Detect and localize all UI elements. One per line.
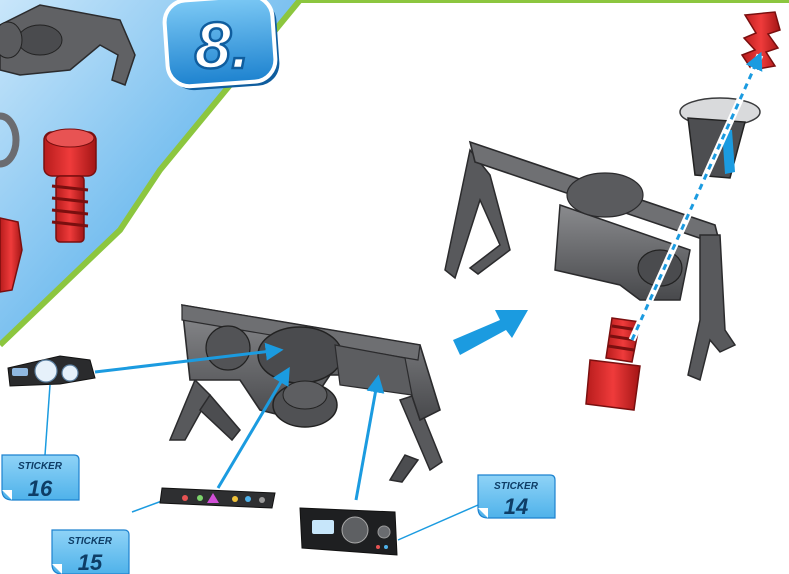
step-number: 8. (194, 8, 249, 82)
switch-strip-sticker-piece (160, 488, 275, 508)
sticker-tag-15-label: STICKER (68, 536, 113, 547)
radio-panel-sticker-piece (300, 508, 397, 555)
sticker-tag-14-number: 14 (504, 494, 528, 519)
sticker-tag-16: STICKER 16 (2, 455, 79, 501)
sticker-tag-16-number: 16 (28, 476, 53, 501)
dashboard-part (170, 305, 442, 482)
sticker-tag-14: STICKER 14 (478, 475, 555, 519)
assembled-dashboard-part (445, 142, 735, 380)
assembly-guide-line (632, 55, 760, 340)
sticker-tag-16-label: STICKER (18, 461, 63, 472)
direction-arrow (453, 310, 528, 355)
sticker-tag-15-number: 15 (78, 550, 103, 574)
sticker-tag-15: STICKER 15 (52, 530, 129, 574)
step-badge: 8. (163, 0, 281, 92)
gauge-sticker-piece (8, 356, 95, 386)
top-green-strip (300, 0, 789, 3)
sticker-tag-14-label: STICKER (494, 481, 539, 492)
